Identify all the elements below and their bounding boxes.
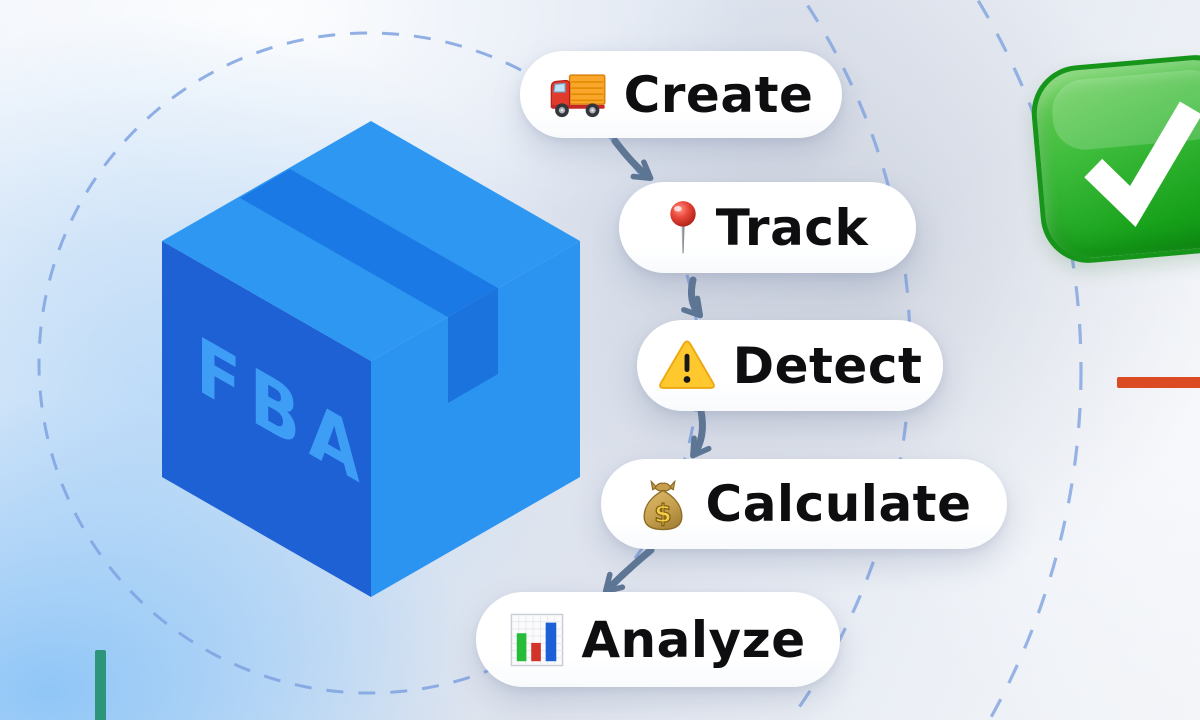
box-tape-flap [448, 288, 498, 403]
truck-icon [549, 71, 607, 119]
box-left-face [162, 241, 371, 597]
red-accent-bar [1117, 377, 1200, 388]
step-label-create: Create [623, 65, 814, 124]
bar-chart-icon [510, 613, 564, 667]
arrow-create-to-track [611, 137, 654, 181]
svg-text:$: $ [654, 499, 671, 528]
step-label-track: Track [715, 198, 869, 257]
step-label-calculate: Calculate [705, 475, 972, 533]
check-mark-icon [1027, 51, 1200, 267]
pushpin-icon [667, 199, 699, 257]
arrow-track-to-detect [681, 276, 704, 319]
box-right-face [371, 241, 580, 597]
step-label-analyze: Analyze [581, 610, 806, 669]
money-bag-icon: $ [637, 476, 689, 532]
step-pill-track[interactable]: Track [619, 182, 916, 273]
arrow-calculate-to-analyze [602, 546, 655, 595]
step-label-detect: Detect [732, 336, 923, 395]
step-pill-analyze[interactable]: Analyze [476, 592, 840, 687]
arrow-detect-to-calculate [690, 407, 712, 459]
step-pill-detect[interactable]: Detect [637, 320, 943, 411]
step-pill-calculate[interactable]: $ Calculate [601, 459, 1007, 549]
warning-icon [658, 339, 716, 392]
teal-accent-bar [95, 650, 106, 720]
step-pill-create[interactable]: Create [520, 51, 842, 138]
orbit-circle-outer [975, 0, 1083, 720]
